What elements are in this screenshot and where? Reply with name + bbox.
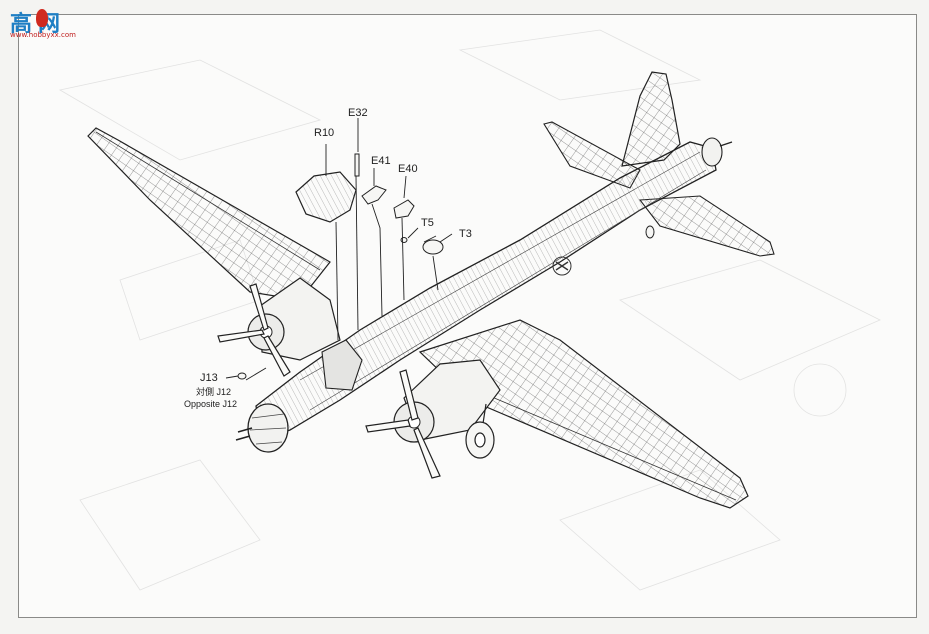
part-e41: [361, 185, 387, 205]
part-j13: [237, 372, 247, 380]
right-wing: [418, 319, 749, 509]
callout-j12-en: Opposite J12: [184, 399, 237, 409]
callout-r10: R10: [314, 127, 334, 139]
main-landing-gear: [465, 403, 495, 459]
callout-t3: T3: [459, 228, 472, 240]
assembly-leader-lines: [225, 118, 439, 381]
callout-t5: T5: [421, 217, 434, 229]
fuselage-roundel: [552, 256, 572, 276]
callout-j13: J13: [200, 372, 218, 384]
logo-chinese-text: 高网: [10, 6, 66, 38]
logo-mascot-icon: [36, 9, 48, 27]
cockpit-opening: [321, 339, 363, 391]
left-propeller: [217, 283, 291, 377]
callout-e32: E32: [348, 107, 368, 119]
part-t5: [400, 237, 408, 243]
part-t3: [422, 239, 444, 255]
left-wing: [87, 127, 331, 301]
callout-e41: E41: [371, 155, 391, 167]
background-ghost-drawings: [58, 29, 881, 591]
watermark-logo: 高网 www.hobbyxx.com: [4, 4, 76, 40]
part-e40: [393, 199, 415, 219]
right-propeller: [365, 369, 441, 479]
right-tailplane: [638, 195, 775, 257]
nose-turret: [247, 403, 289, 453]
part-e32: [354, 153, 360, 177]
callout-e40: E40: [398, 163, 418, 175]
tail-wheel: [645, 225, 655, 239]
callout-j12-cn: 対側 J12: [196, 386, 231, 397]
part-r10-canopy: [295, 171, 357, 223]
tail-turret: [701, 137, 723, 167]
fuselage: [255, 141, 717, 441]
logo-url-text: www.hobbyxx.com: [10, 31, 76, 39]
